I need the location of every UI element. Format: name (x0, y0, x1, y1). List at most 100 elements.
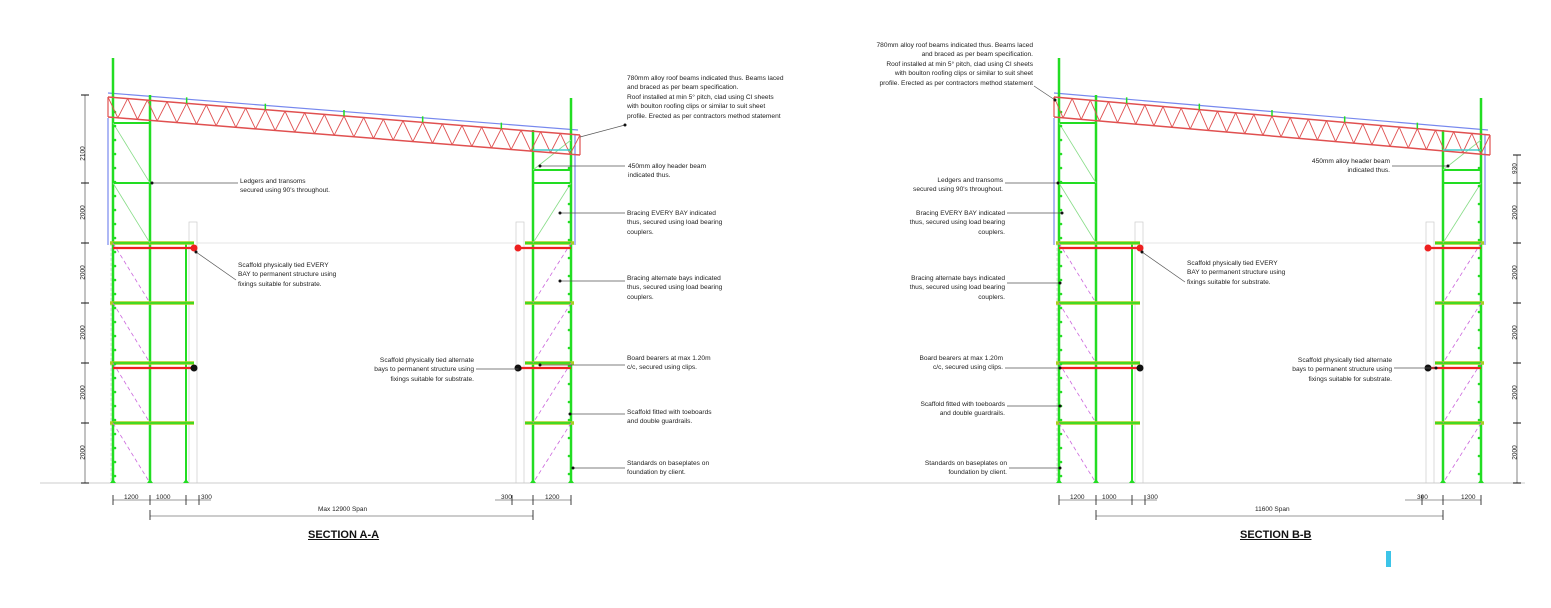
guardrail-clip (113, 376, 117, 380)
guardrail-clip (567, 472, 571, 476)
guardrail-clip (113, 390, 117, 394)
roof-beam-lacing (1171, 107, 1182, 128)
guardrail-clip (1059, 138, 1063, 142)
leader-arrow-icon (1053, 98, 1057, 102)
bracing-alternate-bay (1442, 422, 1482, 484)
baseplate-icon (1129, 479, 1135, 483)
leader-arrow-icon (1060, 211, 1064, 215)
note-bracing-alt-b: Bracing alternate bays indicated thus, s… (909, 275, 1005, 301)
roof-beam-lacing (1180, 107, 1191, 130)
tie-alternate-bay-icon (1136, 364, 1144, 372)
guardrail-clip (567, 274, 571, 278)
bracing-alternate-bay (1442, 302, 1482, 364)
guardrail-clip (113, 264, 117, 268)
bracing-alternate-bay (1058, 242, 1097, 304)
bracing-alternate-bay (1442, 362, 1482, 424)
roof-beam-lacing (196, 104, 207, 125)
vdim-a-4: 2000 (79, 385, 87, 400)
roof-beam-lacing (1080, 99, 1091, 120)
guardrail-clip (1059, 236, 1063, 240)
roof-beam-lacing (1453, 131, 1464, 153)
roof-beam-lacing (412, 122, 424, 142)
roof-beam-lacing (1108, 101, 1118, 123)
roof-beam-lacing (1416, 128, 1427, 150)
guardrail-clip (113, 404, 117, 408)
leader-arrow-icon (1446, 164, 1450, 168)
roof-beam-lacing (1407, 128, 1418, 149)
leader-arrow-icon (1058, 466, 1062, 470)
roof-beam-lacing (402, 120, 414, 142)
guardrail-clip (113, 152, 117, 156)
section-title-b: SECTION B-B (1240, 529, 1312, 541)
roof-beam-lacing (1144, 104, 1155, 126)
leader-arrow-icon (518, 367, 522, 371)
guardrail-clip (567, 184, 571, 188)
note-roof-beams-b: 780mm alloy roof beams indicated thus. B… (876, 42, 1034, 87)
vdim-b-4: 2000 (1511, 385, 1519, 400)
note-tied-alt-a: Scaffold physically tied alternate bays … (374, 357, 474, 383)
roof-beam-lacing (1389, 126, 1400, 147)
leader-arrow-icon (1058, 281, 1062, 285)
roof-beam-bottom-chord (107, 116, 581, 156)
guardrail-clip (567, 382, 571, 386)
note-header-beam-b: 450mm alloy header beam indicated thus. (1311, 158, 1390, 175)
roof-beam-lacing (156, 101, 168, 122)
baseplate-icon (110, 479, 116, 483)
guardrail-clip (113, 432, 117, 436)
roof-beam-lacing (1317, 120, 1327, 141)
leader-arrow-icon (1058, 404, 1062, 408)
note-ledgers-b: Ledgers and transoms secured using 90's … (913, 177, 1003, 194)
guardrail-clip (1059, 306, 1063, 310)
bracing-every-bay (532, 182, 572, 244)
guardrail-clip (113, 418, 117, 422)
guardrail-clip (1477, 418, 1481, 422)
guardrail-clip (567, 400, 571, 404)
guardrail-clip (1477, 328, 1481, 332)
guardrail-clip (567, 310, 571, 314)
roof-beam-lacing (127, 98, 138, 120)
vdim-a-3: 2000 (79, 325, 87, 340)
guardrail-clip (113, 474, 117, 478)
roof-beam-lacing (569, 134, 581, 155)
guardrail-clip (567, 454, 571, 458)
note-board-bearers-a: Board bearers at max 1.20m c/c, secured … (627, 355, 711, 372)
hdim-a-4: 1200 (545, 494, 560, 501)
vdim-b-2: 2000 (1511, 265, 1519, 280)
roof-beam-lacing (205, 104, 217, 126)
guardrail-clip (113, 138, 117, 142)
bracing-every-bay (112, 122, 151, 184)
guardrail-clip (113, 334, 117, 338)
guardrail-clip (1477, 382, 1481, 386)
roof-beam-lacing (333, 115, 345, 136)
roof-beam-lacing (284, 111, 296, 133)
note-bracing-every-b: Bracing EVERY BAY indicated thus, secure… (909, 210, 1005, 236)
leader-line (1141, 251, 1186, 283)
leader-arrow-icon (194, 250, 198, 254)
guardrail-clip (1059, 152, 1063, 156)
bracing-every-bay (1442, 139, 1482, 171)
roof-beam-lacing (176, 103, 188, 123)
leader-arrow-icon (1140, 250, 1144, 254)
guardrail-clip (113, 194, 117, 198)
guardrail-clip (113, 236, 117, 240)
roof-beam-lacing (1362, 123, 1373, 145)
bracing-alternate-bay (112, 422, 151, 484)
roof-beam-lacing (1089, 99, 1100, 122)
baseplate-icon (1093, 479, 1099, 483)
roof-beam-lacing (1271, 115, 1282, 137)
hdim-b-3: 300 (1417, 494, 1428, 501)
roof-beam-lacing (1235, 112, 1246, 134)
roof-beam-lacing (451, 125, 463, 145)
hdim-b-0: 1200 (1070, 494, 1085, 501)
roof-beam-lacing (422, 122, 433, 144)
note-toeboards-b: Scaffold fitted with toeboards and doubl… (920, 401, 1005, 418)
guardrail-clip (113, 250, 117, 254)
roof-beam-lacing (1380, 125, 1391, 147)
roof-beam-lacing (1444, 131, 1455, 152)
guardrail-clip (1059, 222, 1063, 226)
roof-beam-lacing (373, 118, 384, 139)
guardrail-clip (1059, 376, 1063, 380)
guardrail-clip (113, 306, 117, 310)
roof-beam-lacing (235, 107, 247, 128)
guardrail-clip (113, 278, 117, 282)
